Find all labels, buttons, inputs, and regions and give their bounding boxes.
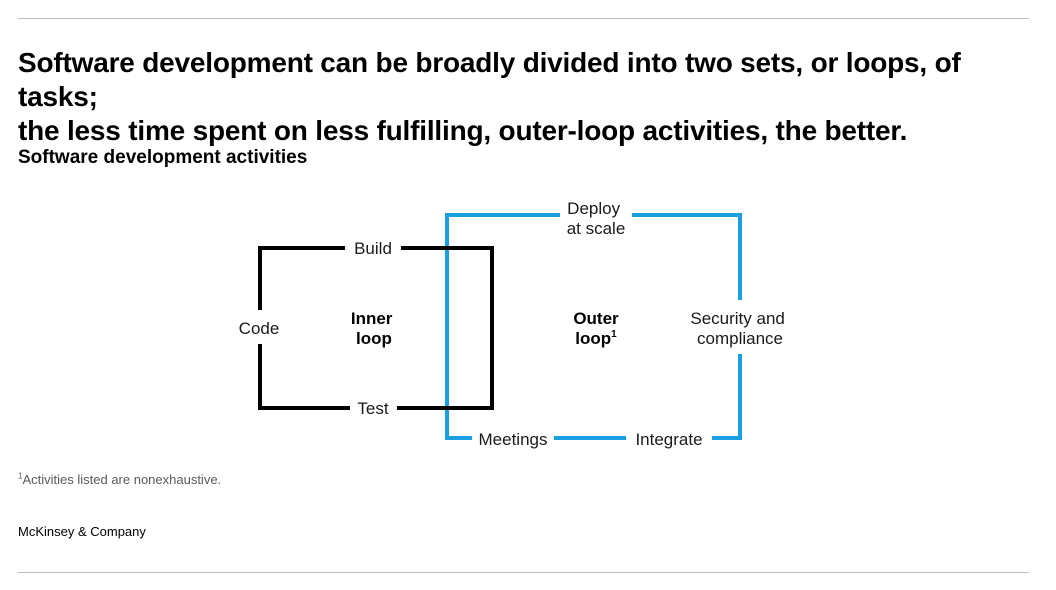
activity-code: Code (239, 319, 280, 338)
outer-loop-label: Outer (573, 309, 619, 328)
bottom-divider (18, 572, 1029, 573)
outer-loop-top-left-segment (445, 213, 560, 440)
source-credit: McKinsey & Company (18, 524, 146, 539)
activity-meetings: Meetings (479, 430, 548, 449)
inner-loop (258, 246, 494, 410)
outer-loop-top-right-segment (632, 213, 742, 300)
outer-loop (445, 213, 742, 440)
page-title-line-2: the less time spent on less fulfilling, … (18, 115, 908, 146)
inner-loop-left-bottom-segment (258, 344, 350, 410)
inner-loop-right-segment (397, 246, 494, 410)
outer-loop-right-lower-segment (712, 354, 742, 440)
activity-deploy-line-2: at scale (567, 219, 626, 238)
activity-security-line-1: Security and (690, 309, 785, 328)
inner-loop-label-line-1: Inner (351, 309, 393, 328)
activity-integrate: Integrate (635, 430, 702, 449)
activity-deploy-line-1: Deploy (567, 199, 620, 218)
footnote-text: Activities listed are nonexhaustive. (22, 472, 222, 487)
inner-loop-label-line-2: loop (356, 329, 392, 348)
page-title-line-1: Software development can be broadly divi… (18, 47, 961, 112)
outer-loop-label-second-line: loop1 (575, 329, 617, 348)
footnote: 1Activities listed are nonexhaustive. (18, 472, 221, 487)
activity-deploy: Deploy at scale (567, 199, 626, 238)
outer-loop-footnote-marker: 1 (611, 329, 617, 340)
activity-security: Security and compliance (690, 309, 789, 348)
inner-loop-left-top-segment (258, 246, 345, 310)
activity-build: Build (354, 239, 392, 258)
chart-subtitle: Software development activities (18, 147, 308, 168)
footnote-marker: 1 (18, 471, 23, 481)
activity-security-line-2: compliance (697, 329, 783, 348)
top-divider (18, 18, 1029, 19)
inner-loop-label: Inner loop (351, 309, 397, 348)
outer-loop-label-line-2: loop (575, 329, 611, 348)
activity-test: Test (357, 399, 388, 418)
outer-loop-label-line-1: Outer (573, 309, 619, 328)
page-title: Software development can be broadly divi… (18, 46, 1028, 148)
